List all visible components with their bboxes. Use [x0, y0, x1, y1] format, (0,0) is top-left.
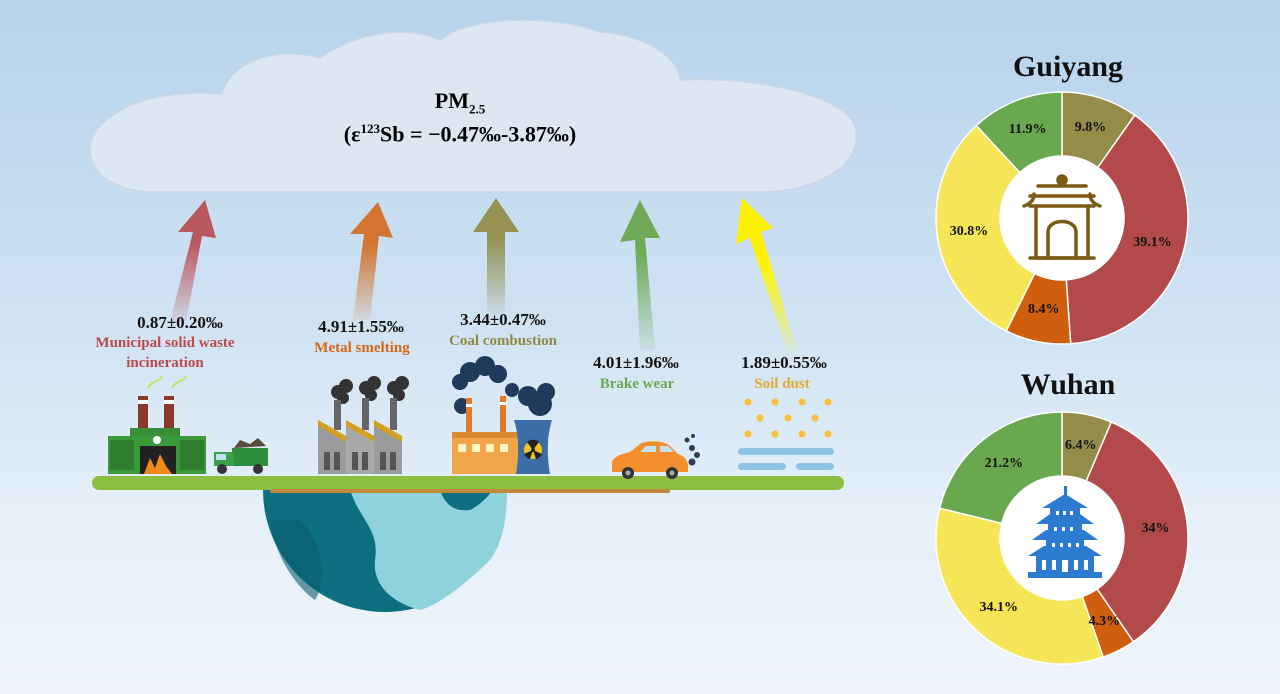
car-exhaust-icon [612, 434, 700, 479]
arrow-municipal-waste [170, 200, 216, 322]
wuhan-pct-smelting: 4.3% [1088, 613, 1121, 629]
metal-smelting-label: Metal smelting [314, 340, 410, 356]
pm25-isotope-range: (ε123Sb = −0.47‰-3.87‰) [343, 121, 577, 147]
municipal-waste-value: 0.87±0.20‰ [137, 313, 223, 332]
arrow-coal-combustion [473, 198, 519, 315]
pagoda-gate-icon [1022, 174, 1102, 260]
arrow-brake-wear [620, 200, 660, 350]
coal-power-plant-icon [452, 356, 555, 474]
soil-dust-value: 1.89±0.55‰ [741, 353, 827, 372]
brake-wear-value: 4.01±1.96‰ [593, 353, 679, 372]
guiyang-pct-smelting: 8.4% [1028, 302, 1060, 318]
wuhan-pct-waste: 34% [1141, 520, 1170, 536]
smelter-chimneys-icon [318, 376, 409, 474]
dust-particles-icon [738, 398, 834, 470]
coal-combustion-label: Coal combustion [449, 333, 557, 349]
guiyang-donut-hole [1000, 156, 1124, 280]
wuhan-title: Wuhan [1020, 368, 1116, 401]
guiyang-pct-soil: 30.8% [949, 223, 989, 239]
globe [263, 490, 507, 612]
guiyang-title: Guiyang [1012, 50, 1124, 83]
arrow-metal-smelting [350, 202, 393, 320]
coal-combustion-value: 3.44±0.47‰ [460, 310, 546, 329]
pm25-title: PM2.5 [434, 88, 486, 117]
brake-wear-label: Brake wear [599, 376, 675, 392]
arrow-soil-dust [736, 198, 797, 352]
pm25-cloud [89, 19, 858, 193]
wuhan-pct-soil: 34.1% [979, 599, 1018, 615]
guiyang-pct-coal: 9.8% [1074, 120, 1107, 136]
tower-pavilion-icon [1028, 486, 1102, 578]
municipal-waste-label-line2: incineration [126, 355, 204, 371]
municipal-waste-label-line1: Municipal solid waste [95, 335, 235, 351]
wuhan-pct-coal: 6.4% [1065, 437, 1097, 453]
soil-dust-label: Soil dust [754, 376, 810, 392]
waste-incineration-plant-icon [108, 375, 268, 474]
metal-smelting-value: 4.91±1.55‰ [318, 317, 404, 336]
guiyang-donut-chart [935, 91, 1189, 345]
ground-strip [92, 476, 844, 493]
wuhan-pct-brake: 21.2% [984, 456, 1024, 472]
guiyang-pct-brake: 11.9% [1008, 122, 1047, 138]
guiyang-pct-waste: 39.1% [1133, 235, 1172, 251]
